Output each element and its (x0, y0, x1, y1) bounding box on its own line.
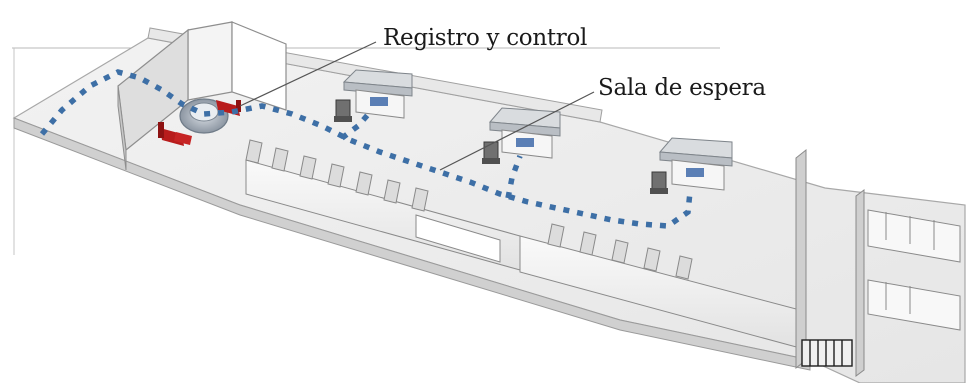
waiting-seat-icon (650, 171, 668, 194)
service-kiosk-icon (342, 69, 413, 119)
leader-line-registro (239, 41, 377, 107)
leader-line-sala (439, 91, 595, 171)
cubicle-row (245, 139, 801, 349)
service-kiosk-icon (488, 107, 561, 159)
registration-booth (117, 21, 287, 171)
service-kiosk-icon (658, 137, 733, 191)
waiting-seat-icon (482, 141, 500, 164)
floor-front-edge (13, 117, 811, 371)
waiting-seat-icon (334, 99, 352, 122)
label-sala-espera: Sala de espera (598, 75, 766, 101)
path-branch-kiosk-1 (340, 108, 375, 141)
right-wing (795, 148, 961, 377)
visitor-path (39, 69, 693, 229)
entrance-gate-icon (801, 339, 853, 367)
red-chair-icon (158, 122, 192, 146)
label-registro-control: Registro y control (383, 25, 588, 51)
